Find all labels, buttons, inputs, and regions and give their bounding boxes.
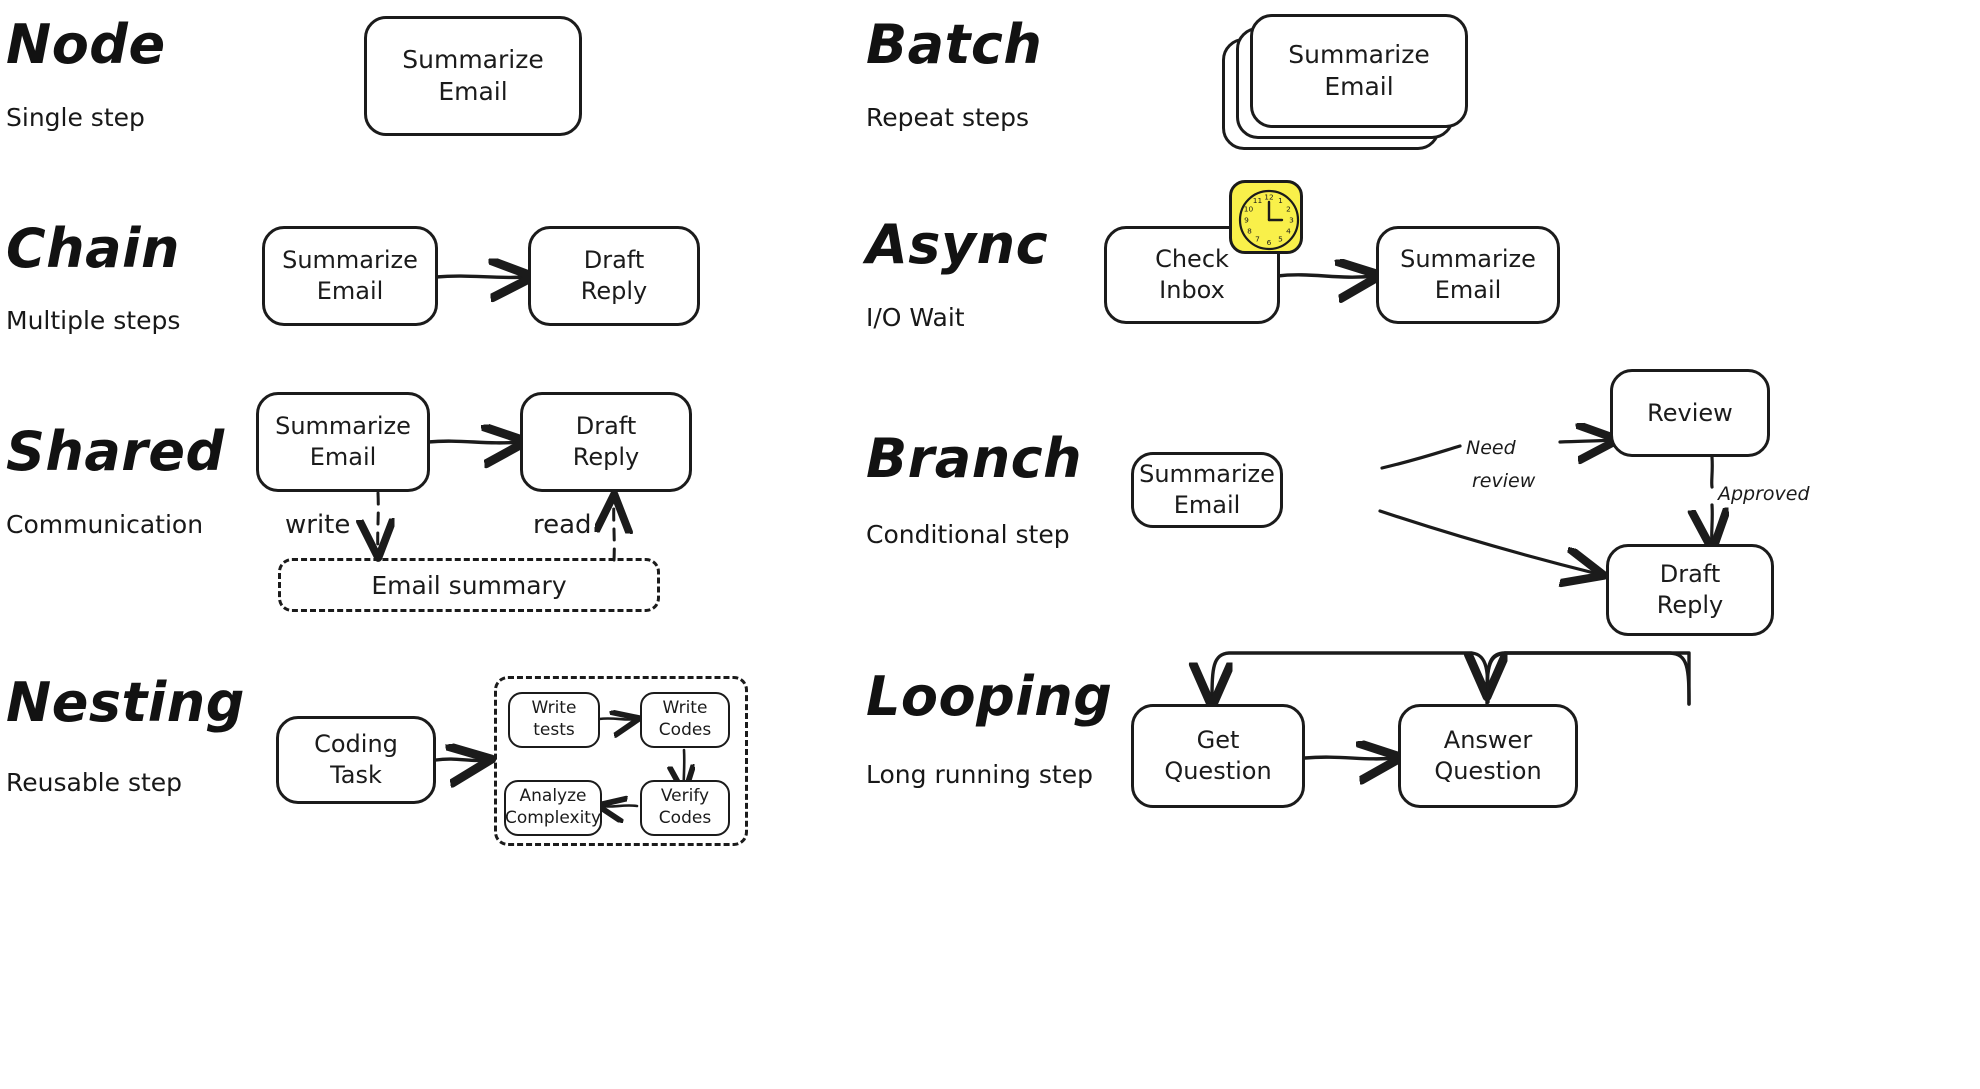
- node-draft-reply[interactable]: Draft Reply: [528, 226, 700, 326]
- svg-text:1: 1: [1278, 196, 1283, 205]
- svg-text:3: 3: [1289, 216, 1294, 225]
- node-label-line2: Question: [1164, 757, 1272, 785]
- node-coding-task[interactable]: Coding Task: [276, 716, 436, 804]
- node-label-line2: Codes: [658, 720, 712, 740]
- node-get-question[interactable]: Get Question: [1131, 704, 1305, 808]
- edge-nesting-entry: [434, 759, 485, 760]
- section-subtitle-batch: Repeat steps: [866, 103, 1030, 132]
- section-title-shared: Shared: [6, 420, 225, 483]
- svg-text:2: 2: [1286, 205, 1291, 214]
- node-label-line1: Write: [531, 698, 577, 719]
- section-subtitle-looping: Long running step: [866, 760, 1093, 789]
- section-subtitle-branch: Conditional step: [866, 520, 1070, 549]
- edge-looping-forward: [1303, 757, 1395, 759]
- svg-text:12: 12: [1264, 193, 1273, 202]
- node-label-line2: tests: [533, 720, 575, 740]
- node-summarize-email[interactable]: Summarize Email: [1376, 226, 1560, 324]
- node-label-line2: Email: [316, 277, 384, 305]
- node-label-line2: Email: [1173, 491, 1241, 519]
- edge-shared-write: [378, 491, 379, 552]
- section-title-batch: Batch: [866, 13, 1043, 76]
- node-summarize-email[interactable]: Summarize Email: [256, 392, 430, 492]
- section-title-looping: Looping: [866, 665, 1113, 728]
- node-label-line2: Reply: [580, 277, 648, 305]
- node-label-line1: Summarize: [1139, 460, 1275, 489]
- edge-label-need: Need: [1466, 437, 1516, 459]
- node-draft-reply[interactable]: Draft Reply: [520, 392, 692, 492]
- clock-icon: 12 1 2 3 4 5 6 7 8 9 10 11: [1229, 180, 1303, 254]
- node-label-line2: Email: [1324, 72, 1394, 101]
- edge-label-read: read: [533, 510, 592, 540]
- node-label-line2: Complexity: [505, 808, 602, 828]
- node-label-line1: Summarize: [1400, 245, 1536, 274]
- section-title-async: Async: [866, 213, 1049, 276]
- batch-card-front[interactable]: Summarize Email: [1250, 14, 1468, 128]
- node-label-line1: Summarize: [282, 246, 418, 275]
- section-title-branch: Branch: [866, 427, 1083, 490]
- node-label-line2: Inbox: [1159, 276, 1225, 304]
- node-summarize-email[interactable]: Summarize Email: [1131, 452, 1283, 528]
- node-summarize-email[interactable]: Summarize Email: [364, 16, 582, 136]
- section-title-node: Node: [6, 13, 166, 76]
- edge-shared-1: [426, 441, 520, 443]
- node-label-line1: Summarize: [1288, 40, 1430, 69]
- node-label-line1: Draft: [1659, 560, 1721, 589]
- edge-chain-1: [434, 276, 527, 277]
- node-label-line1: Verify: [660, 786, 710, 807]
- node-label-line2: Codes: [658, 808, 712, 828]
- node-label-line1: Draft: [583, 246, 645, 275]
- node-review[interactable]: Review: [1610, 369, 1770, 457]
- node-label-line2: Question: [1434, 757, 1542, 785]
- node-label-line1: Write: [662, 698, 708, 719]
- edge-shared-read: [614, 500, 615, 562]
- node-label-line1: Summarize: [275, 412, 411, 441]
- svg-text:5: 5: [1278, 235, 1283, 244]
- node-summarize-email[interactable]: Summarize Email: [262, 226, 438, 326]
- section-subtitle-nesting: Reusable step: [6, 768, 183, 797]
- node-label-line1: Coding: [314, 730, 398, 759]
- edge-async-1: [1275, 275, 1374, 277]
- section-subtitle-chain: Multiple steps: [6, 306, 181, 335]
- node-label-line2: Task: [330, 761, 382, 789]
- shared-store-email-summary[interactable]: Email summary: [278, 558, 660, 612]
- svg-text:11: 11: [1253, 196, 1263, 205]
- node-label-line2: Email: [309, 443, 377, 471]
- node-label-line1: Get: [1196, 726, 1240, 755]
- node-label-line2: Email: [1434, 276, 1502, 304]
- section-subtitle-shared: Communication: [6, 510, 204, 539]
- node-label-line1: Draft: [575, 412, 637, 441]
- shared-store-label: Email summary: [371, 570, 567, 600]
- node-label-line1: Check: [1155, 245, 1229, 274]
- edge-looping-back: [1487, 651, 1691, 706]
- section-subtitle-async: I/O Wait: [866, 303, 965, 332]
- section-title-chain: Chain: [6, 217, 180, 280]
- section-title-nesting: Nesting: [6, 671, 245, 734]
- node-label-line2: Reply: [572, 443, 640, 471]
- node-write-tests[interactable]: Write tests: [508, 692, 600, 748]
- node-label-line1: Answer: [1443, 726, 1533, 755]
- svg-text:7: 7: [1255, 235, 1260, 244]
- svg-text:4: 4: [1286, 227, 1291, 236]
- section-subtitle-node: Single step: [6, 103, 145, 132]
- node-label-line1: Summarize: [402, 45, 544, 74]
- edge-label-approved: Approved: [1718, 483, 1810, 505]
- svg-text:8: 8: [1247, 227, 1252, 236]
- edge-label-write: write: [285, 510, 351, 540]
- node-label-line2: Email: [438, 77, 508, 106]
- edge-label-review: review: [1472, 470, 1536, 492]
- node-label-line2: Reply: [1656, 591, 1724, 619]
- node-draft-reply[interactable]: Draft Reply: [1606, 544, 1774, 636]
- node-verify-codes[interactable]: Verify Codes: [640, 780, 730, 836]
- svg-text:9: 9: [1244, 216, 1249, 225]
- svg-text:10: 10: [1244, 205, 1254, 214]
- node-answer-question[interactable]: Answer Question: [1398, 704, 1578, 808]
- node-label-line1: Review: [1647, 398, 1733, 427]
- node-analyze-complexity[interactable]: Analyze Complexity: [504, 780, 602, 836]
- node-label-line1: Analyze: [519, 786, 587, 807]
- node-write-codes[interactable]: Write Codes: [640, 692, 730, 748]
- edge-branch-direct: [1378, 509, 1598, 574]
- edge-branch-approved: [1712, 455, 1713, 544]
- svg-text:6: 6: [1267, 238, 1272, 247]
